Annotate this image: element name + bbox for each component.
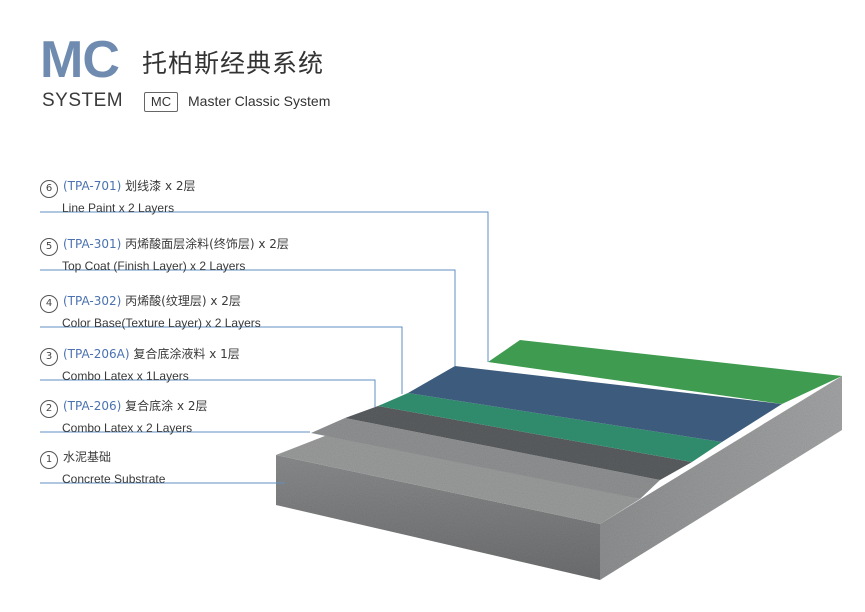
layer-label-4: 4 (TPA-302) 丙烯酸(纹理层) x 2层 Color Base(Text… [40, 293, 300, 331]
leader-line-6 [40, 211, 489, 362]
leader-line-3 [40, 379, 376, 407]
layer-number: 3 [40, 348, 58, 366]
layer-name-cn: 划线漆 x 2层 [125, 179, 196, 193]
concrete-right-face [600, 376, 842, 580]
layer-label-1: 1 水泥基础 Concrete Substrate [40, 449, 300, 487]
layer-label-6: 6 (TPA-701) 划线漆 x 2层 Line Paint x 2 Layer… [40, 178, 300, 216]
concrete-top-face [276, 434, 640, 524]
layer-top-coat [408, 366, 782, 442]
layer-name-en: Concrete Substrate [62, 472, 166, 486]
layer-name-cn: 复合底涂液料 x 1层 [133, 347, 240, 361]
layer-name-en: Color Base(Texture Layer) x 2 Layers [62, 316, 261, 330]
layer-name-en: Combo Latex x 2 Layers [62, 421, 193, 435]
layer-color-base [378, 393, 722, 462]
leader-line-4 [40, 326, 403, 394]
layer-number: 4 [40, 295, 58, 313]
layer-label-3: 3 (TPA-206A) 复合底涂液料 x 1层 Combo Latex x 1L… [40, 346, 300, 384]
page-title: 托柏斯经典系统 [142, 50, 325, 78]
leader-lines [40, 211, 489, 484]
layer-name-en: Line Paint x 2 Layers [62, 201, 175, 215]
mc-badge: MC [144, 92, 178, 112]
layer-code: (TPA-301) [63, 237, 122, 251]
layer-combo-latex-2 [311, 418, 660, 499]
layer-name-en: Combo Latex x 1Layers [62, 369, 189, 383]
leader-line-5 [40, 269, 456, 366]
layer-code: (TPA-206) [63, 399, 122, 413]
layer-name-cn: 水泥基础 [63, 450, 112, 464]
layer-label-2: 2 (TPA-206) 复合底涂 x 2层 Combo Latex x 2 Lay… [40, 398, 300, 436]
layer-combo-latex-1 [345, 406, 692, 480]
layer-code: (TPA-206A) [63, 347, 130, 361]
layer-code: (TPA-302) [63, 294, 122, 308]
layer-number: 5 [40, 238, 58, 256]
layer-number: 6 [40, 180, 58, 198]
layer-name-cn: 复合底涂 x 2层 [125, 399, 208, 413]
layer-name-cn: 丙烯酸面层涂料(终饰层) x 2层 [125, 237, 289, 251]
concrete-front-face [276, 455, 600, 580]
layer-name-cn: 丙烯酸(纹理层) x 2层 [125, 294, 241, 308]
layer-number: 2 [40, 400, 58, 418]
layer-code: (TPA-701) [63, 179, 122, 193]
logo-system: SYSTEM [42, 90, 124, 111]
logo-mc: MC [40, 31, 120, 89]
layer-number: 1 [40, 451, 58, 469]
layer-label-5: 5 (TPA-301) 丙烯酸面层涂料(终饰层) x 2层 Top Coat (F… [40, 236, 300, 274]
layer-line-paint [488, 340, 842, 404]
page-subtitle: Master Classic System [188, 93, 331, 109]
layer-name-en: Top Coat (Finish Layer) x 2 Layers [62, 259, 246, 273]
